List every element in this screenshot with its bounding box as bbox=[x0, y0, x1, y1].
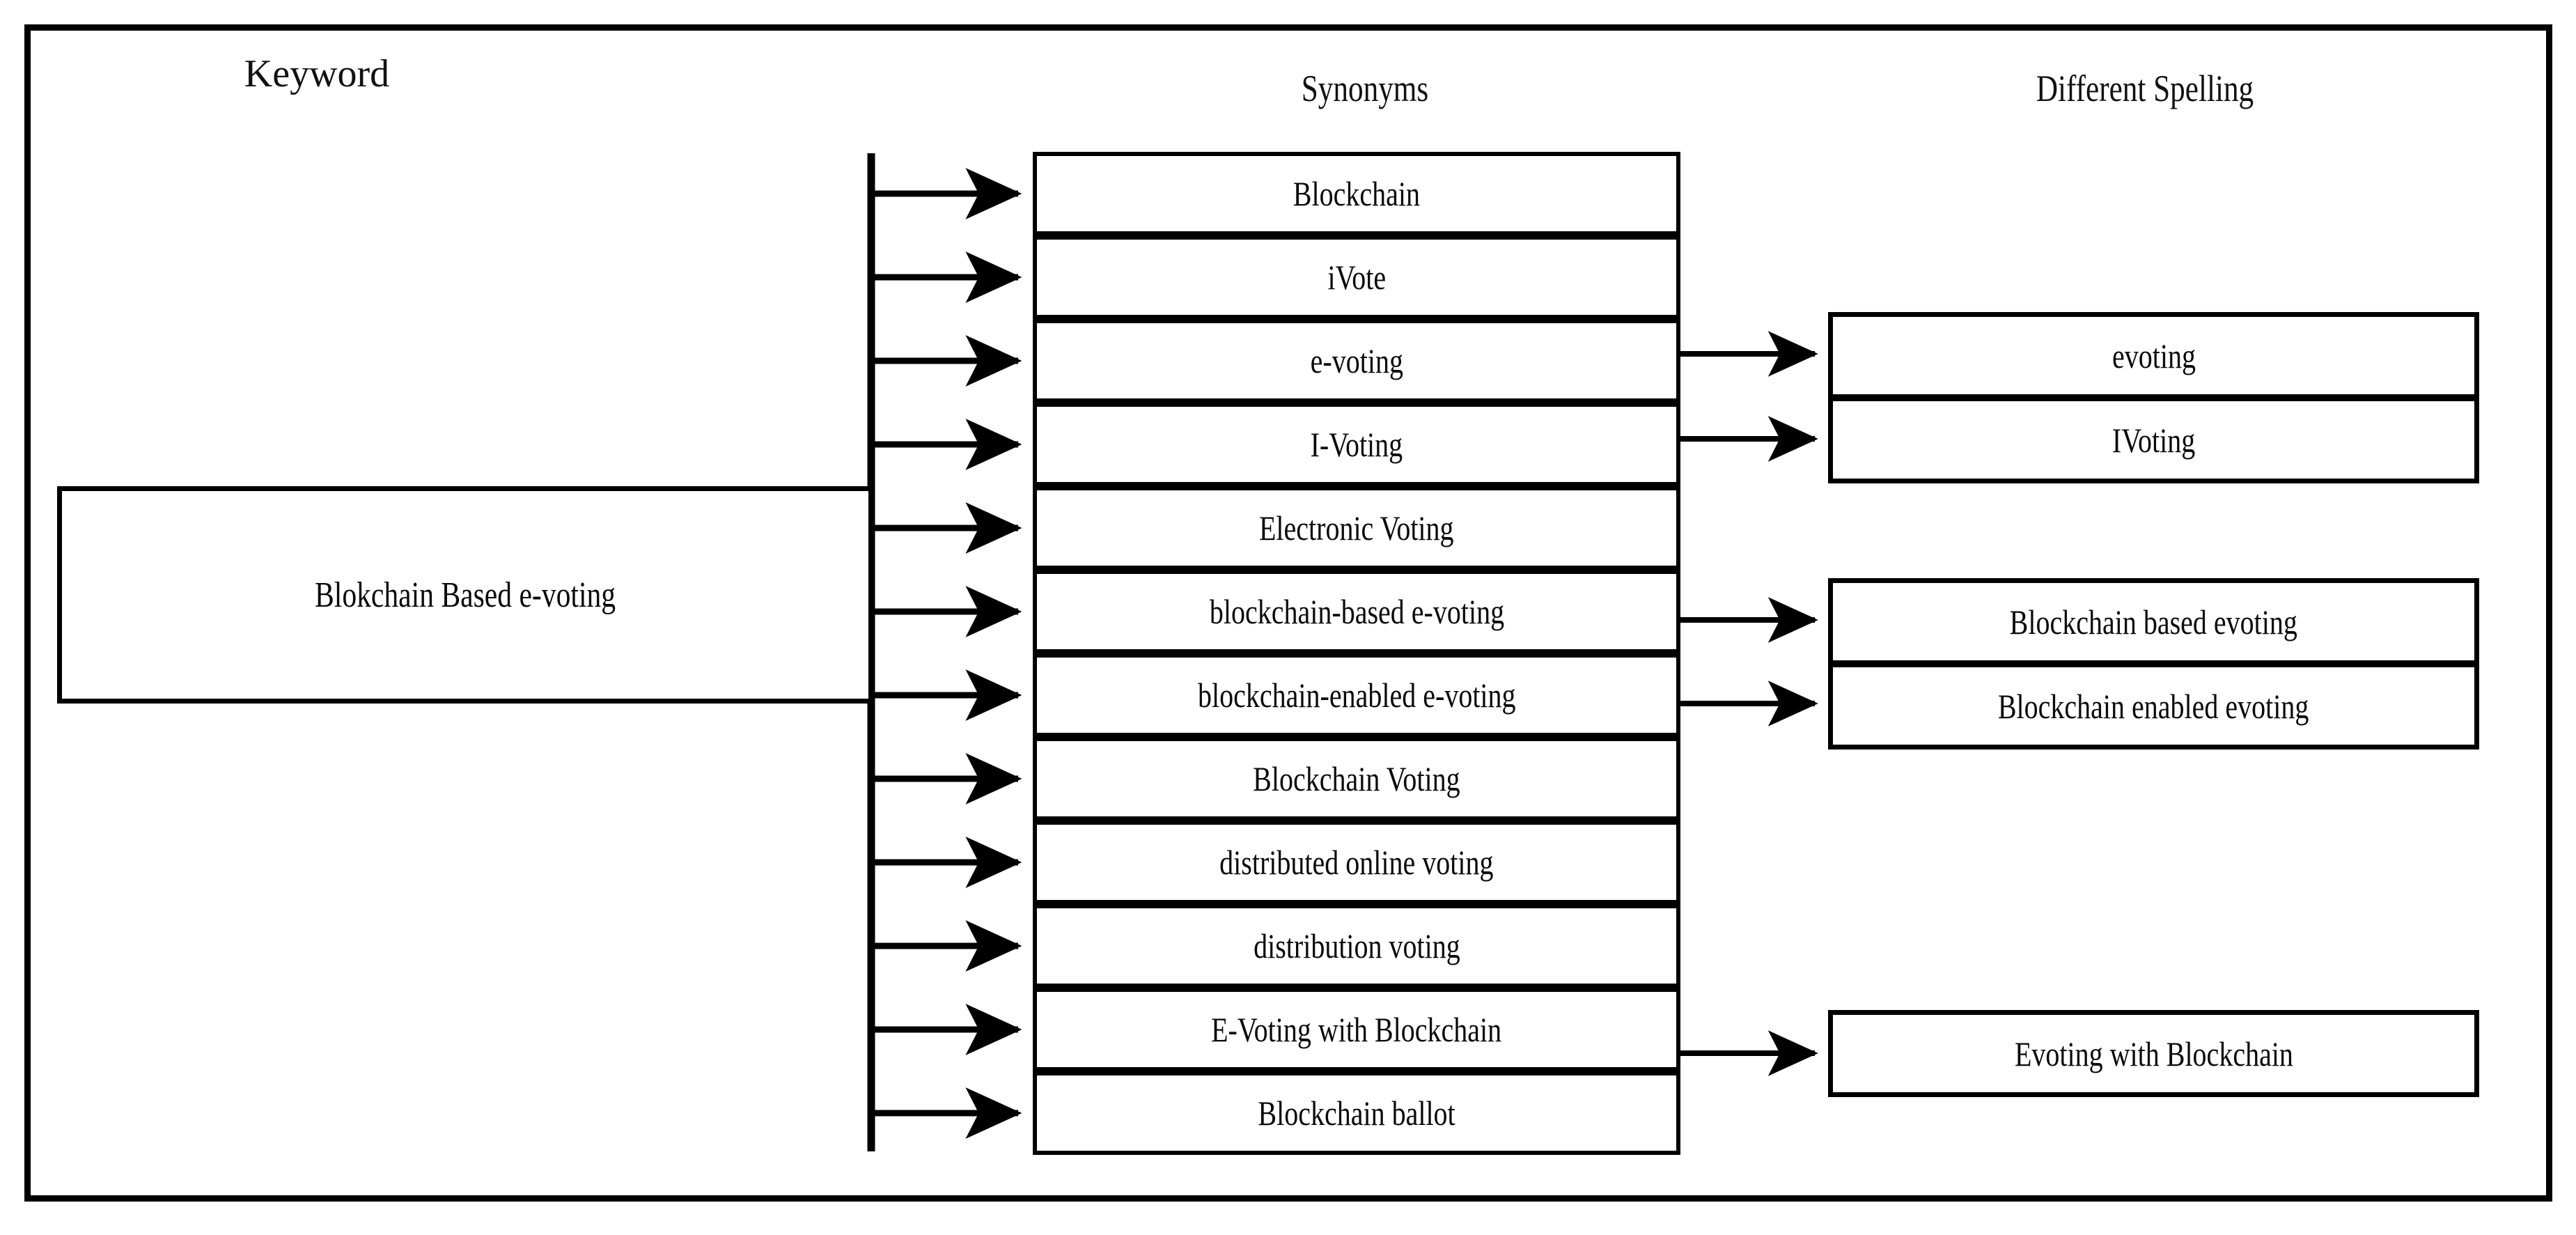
synonym-label-2: iVote bbox=[1327, 258, 1386, 297]
synonym-row-2[interactable]: iVote bbox=[1033, 235, 1680, 319]
column-header-keyword: Keyword bbox=[244, 52, 390, 95]
spelling-label-2: IVoting bbox=[2111, 420, 2196, 460]
synonym-label-6: blockchain-based e-voting bbox=[1209, 592, 1504, 631]
synonym-row-7[interactable]: blockchain-enabled e-voting bbox=[1033, 653, 1680, 737]
synonym-label-7: blockchain-enabled e-voting bbox=[1197, 676, 1516, 715]
spelling-node-2[interactable]: IVoting bbox=[1828, 396, 2479, 483]
synonym-row-8[interactable]: Blockchain Voting bbox=[1033, 737, 1680, 821]
synonyms-column: Blockchain iVote e-voting I-Voting Elect… bbox=[1033, 152, 1680, 1155]
synonym-row-4[interactable]: I-Voting bbox=[1033, 403, 1680, 486]
column-header-synonyms: Synonyms bbox=[1301, 68, 1429, 109]
synonym-row-1[interactable]: Blockchain bbox=[1033, 152, 1680, 235]
synonym-row-12[interactable]: Blockchain ballot bbox=[1033, 1071, 1680, 1155]
synonym-label-9: distributed online voting bbox=[1219, 843, 1494, 882]
spelling-label-3: Blockchain based evoting bbox=[2009, 602, 2298, 642]
synonym-row-10[interactable]: distribution voting bbox=[1033, 904, 1680, 988]
spelling-node-4[interactable]: Blockchain enabled evoting bbox=[1828, 662, 2479, 749]
synonym-row-11[interactable]: E-Voting with Blockchain bbox=[1033, 988, 1680, 1071]
synonym-row-5[interactable]: Electronic Voting bbox=[1033, 486, 1680, 570]
keyword-node[interactable]: Blokchain Based e-voting bbox=[57, 486, 873, 704]
synonym-label-1: Blockchain bbox=[1293, 174, 1421, 213]
spelling-node-1[interactable]: evoting bbox=[1828, 312, 2479, 399]
keyword-node-label: Blokchain Based e-voting bbox=[314, 575, 616, 615]
synonym-row-6[interactable]: blockchain-based e-voting bbox=[1033, 570, 1680, 653]
spelling-node-5[interactable]: Evoting with Blockchain bbox=[1828, 1010, 2479, 1097]
synonym-row-3[interactable]: e-voting bbox=[1033, 319, 1680, 403]
synonym-label-5: Electronic Voting bbox=[1259, 508, 1454, 547]
synonym-label-8: Blockchain Voting bbox=[1253, 759, 1460, 798]
spelling-label-4: Blockchain enabled evoting bbox=[1998, 686, 2309, 726]
spelling-label-1: evoting bbox=[2111, 336, 2196, 375]
spelling-node-3[interactable]: Blockchain based evoting bbox=[1828, 578, 2479, 665]
synonym-label-3: e-voting bbox=[1310, 341, 1403, 380]
synonym-label-4: I-Voting bbox=[1310, 425, 1403, 464]
synonym-label-12: Blockchain ballot bbox=[1258, 1094, 1455, 1133]
spelling-label-5: Evoting with Blockchain bbox=[2014, 1034, 2293, 1073]
synonym-row-9[interactable]: distributed online voting bbox=[1033, 821, 1680, 904]
synonym-label-11: E-Voting with Blockchain bbox=[1211, 1010, 1502, 1049]
column-header-different-spelling: Different Spelling bbox=[2036, 68, 2254, 109]
synonym-label-10: distribution voting bbox=[1253, 926, 1460, 965]
